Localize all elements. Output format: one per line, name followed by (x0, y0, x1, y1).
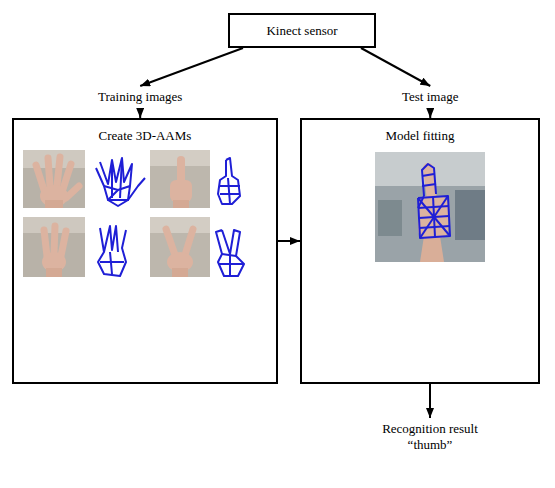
fitted-mesh (418, 196, 424, 208)
hand-wireframe (229, 256, 231, 276)
hand-wireframe (111, 160, 113, 198)
hand-photo (46, 268, 62, 277)
hand-photo (173, 200, 189, 208)
test-photo (420, 236, 444, 262)
hand-photo (44, 230, 47, 256)
hand-photo (23, 150, 85, 168)
hand-photo (61, 231, 66, 256)
hand-wireframe (100, 158, 132, 186)
test-photo (375, 152, 485, 262)
hand-wireframe (216, 230, 244, 276)
hand-photo (63, 164, 71, 189)
flow-arrow (139, 108, 141, 118)
process-box: Create 3D-AAMs (12, 118, 278, 384)
node-text: Kinect sensor (266, 23, 337, 39)
flow-arrow (278, 240, 300, 242)
hand-photo (177, 160, 185, 182)
hand-photo (23, 150, 85, 208)
node-text: Model fitting (302, 128, 538, 144)
hand-wireframe (98, 226, 126, 276)
hand-wireframe (104, 186, 130, 200)
hand-photo (54, 226, 55, 254)
result-label: Recognition result “thumb” (365, 421, 495, 453)
hand-wireframe (98, 228, 126, 276)
hand-wireframe (96, 158, 145, 206)
node-text: Training images (96, 89, 184, 105)
hand-wireframe (100, 261, 124, 263)
hand-photo (23, 150, 85, 208)
hand-wireframe (222, 254, 236, 256)
hand-photo (23, 217, 85, 277)
input-label: Test image (400, 89, 461, 105)
hand-photo (150, 217, 210, 233)
hand-photo (166, 229, 193, 255)
node-text: Create 3D-AAMs (14, 128, 276, 144)
hand-wireframe (228, 178, 230, 204)
input-label: Training images (96, 89, 184, 105)
hand-photo (170, 180, 192, 202)
fitted-mesh (422, 164, 436, 196)
test-photo (375, 152, 485, 262)
fitted-mesh (420, 196, 448, 238)
hand-wireframe (104, 226, 118, 252)
hand-photo (44, 226, 66, 256)
fitted-mesh (418, 164, 450, 238)
hand-photo (36, 165, 44, 190)
hand-photo (45, 200, 63, 208)
hand-photo (166, 229, 175, 255)
fitted-mesh (422, 184, 436, 186)
fitted-mesh (422, 174, 434, 176)
node-text: Recognition result “thumb” (365, 421, 495, 453)
hand-photo (57, 157, 60, 186)
hand-photo (172, 268, 188, 277)
node-text: Test image (400, 89, 461, 105)
test-photo (455, 190, 485, 240)
flow-arrow (140, 48, 243, 86)
hand-photo (150, 150, 210, 208)
hand-photo (40, 185, 68, 207)
hand-photo (150, 150, 210, 208)
hand-photo (150, 217, 210, 277)
flow-arrow (361, 48, 430, 86)
hand-wireframe (216, 230, 244, 276)
fitted-mesh (418, 196, 450, 238)
hand-wireframe (120, 158, 122, 198)
hand-wireframe (218, 158, 240, 204)
process-box: Model fitting (300, 118, 540, 384)
hand-wireframe (218, 158, 240, 204)
flow-arrow (429, 384, 431, 418)
hand-photo (48, 158, 50, 186)
hand-photo (150, 217, 210, 277)
sensor-box: Kinect sensor (228, 13, 376, 48)
hand-wireframe (110, 252, 112, 274)
hand-wireframe (220, 185, 240, 187)
hand-photo (185, 229, 193, 255)
flow-arrow (429, 108, 431, 118)
test-photo (378, 200, 402, 236)
hand-photo (23, 217, 85, 277)
